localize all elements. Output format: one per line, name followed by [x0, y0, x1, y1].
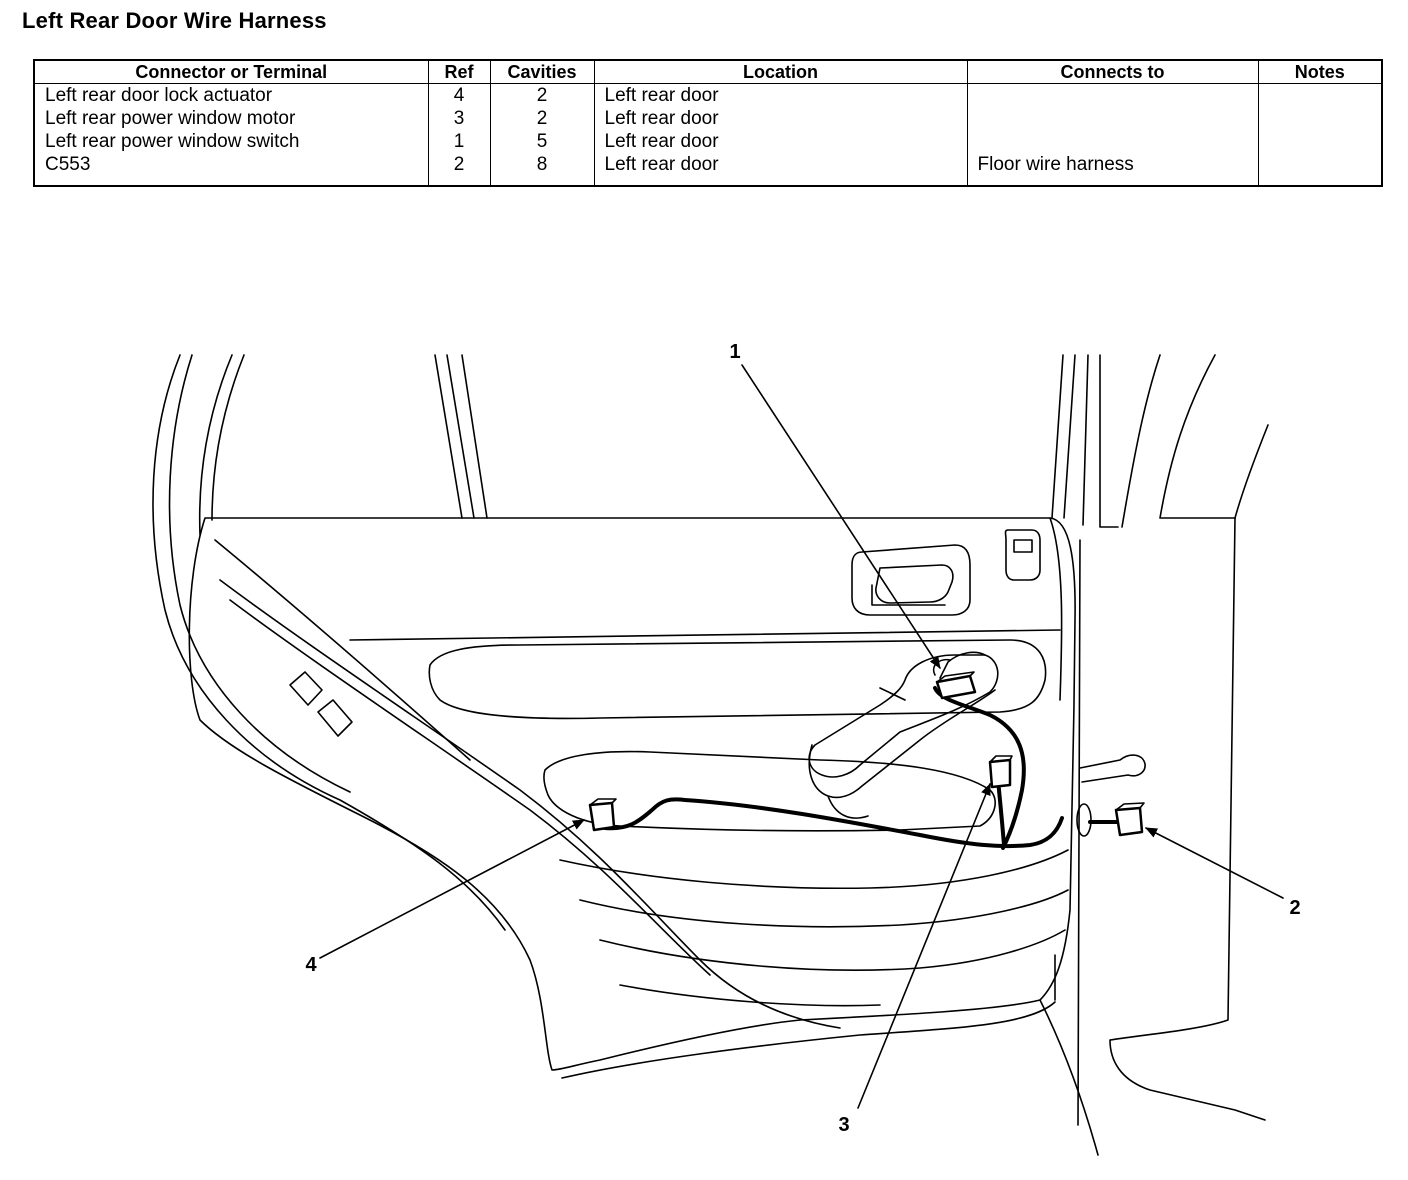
- callout-label-3: 3: [838, 1114, 849, 1136]
- header-ref: Ref: [427, 59, 491, 84]
- table-row: Left rear power window motor 3 2 Left re…: [33, 107, 1383, 130]
- connector-4: [588, 798, 617, 832]
- table-row: C553 2 8 Left rear door Floor wire harne…: [33, 153, 1383, 186]
- connector-3: [988, 755, 1013, 789]
- callout-2: 2: [1145, 827, 1301, 919]
- header-connects-to: Connects to: [966, 59, 1259, 84]
- trim-pockets: [289, 671, 353, 737]
- table-row: Left rear power window switch 1 5 Left r…: [33, 130, 1383, 153]
- cell-location: Left rear door: [593, 107, 968, 130]
- header-cavities: Cavities: [489, 59, 595, 84]
- callout-label-4: 4: [305, 954, 317, 976]
- door-handle: [851, 544, 971, 616]
- callout-label-2: 2: [1289, 897, 1300, 919]
- cell-notes: [1257, 107, 1383, 130]
- armrest: [808, 654, 999, 819]
- callout-1: 1: [729, 341, 941, 669]
- callout-4: 4: [305, 819, 585, 976]
- door-frame-right: [1039, 354, 1269, 1156]
- cell-location: Left rear door: [593, 130, 968, 153]
- callout-3: 3: [838, 783, 991, 1136]
- leader-line-3: [857, 783, 991, 1109]
- leader-line-2: [1145, 827, 1284, 899]
- door-frame-left: [152, 354, 506, 931]
- cell-location: Left rear door: [593, 83, 968, 107]
- cell-notes: [1257, 153, 1383, 186]
- cell-cavities: 8: [489, 153, 595, 186]
- cell-connects-to: Floor wire harness: [966, 153, 1259, 186]
- cell-ref: 2: [427, 153, 491, 186]
- table-row: Left rear door lock actuator 4 2 Left re…: [33, 83, 1383, 107]
- cell-connector: C553: [33, 153, 429, 186]
- header-connector: Connector or Terminal: [33, 59, 429, 84]
- cell-connector: Left rear power window switch: [33, 130, 429, 153]
- wire-harness: [603, 686, 1120, 850]
- leader-line-4: [319, 819, 585, 959]
- connector-1: [932, 651, 986, 700]
- leader-line-1: [741, 364, 941, 669]
- cell-notes: [1257, 130, 1383, 153]
- callout-label-1: 1: [729, 341, 740, 363]
- cell-connector: Left rear power window motor: [33, 107, 429, 130]
- connector-2: [1114, 802, 1145, 837]
- header-notes: Notes: [1257, 59, 1383, 84]
- door-panel: [188, 517, 1076, 1079]
- cell-connector: Left rear door lock actuator: [33, 83, 429, 107]
- cell-location: Left rear door: [593, 153, 968, 186]
- table-header-row: Connector or Terminal Ref Cavities Locat…: [33, 59, 1383, 84]
- page-title: Left Rear Door Wire Harness: [22, 8, 327, 33]
- cell-notes: [1257, 83, 1383, 107]
- lock-knob: [1004, 529, 1041, 581]
- connector-table: Connector or Terminal Ref Cavities Locat…: [33, 59, 1383, 187]
